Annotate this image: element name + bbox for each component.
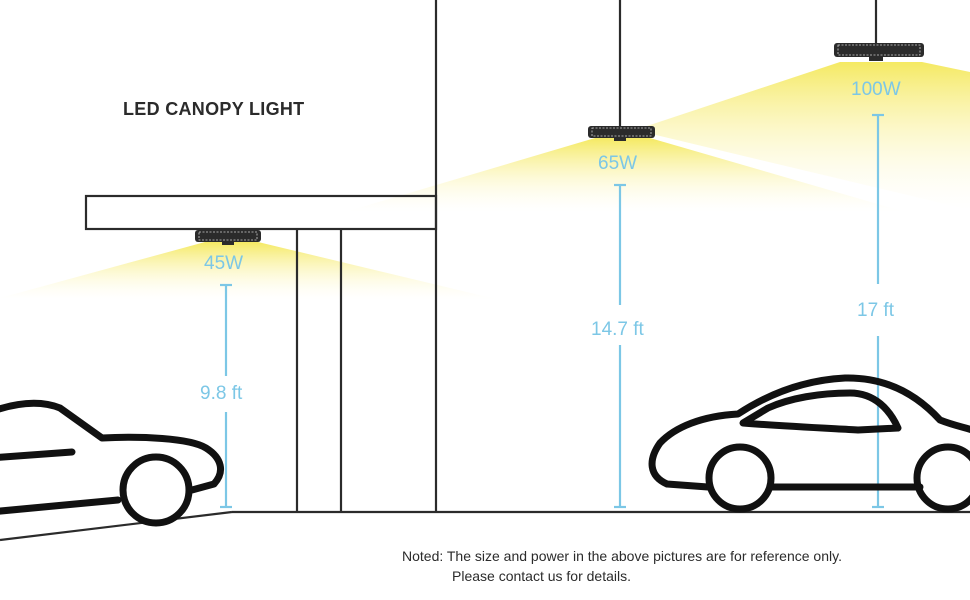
diagram-title: LED CANOPY LIGHT [123, 99, 305, 119]
fixture-65w [588, 126, 655, 141]
car-right-wheel-rear [913, 443, 970, 513]
power-label-45w: 45W [204, 253, 244, 274]
car-right-body [648, 374, 970, 491]
power-label-65w: 65W [598, 153, 638, 174]
note-line-2: Please contact us for details. [452, 568, 631, 584]
reference-note: Noted: The size and power in the above p… [402, 546, 842, 586]
height-label-100w: 17 ft [857, 300, 894, 321]
car-left-wheel [119, 453, 193, 527]
car-right [648, 374, 970, 513]
fixture-100w [834, 43, 924, 61]
ramp-line [0, 510, 233, 542]
car-right-wheel-front [705, 443, 775, 513]
car-right-window [739, 389, 902, 434]
car-left-window [0, 448, 76, 461]
beam-65w [345, 138, 905, 212]
note-line-1: Noted: The size and power in the above p… [402, 548, 842, 564]
car-left [0, 399, 225, 527]
beam-100w [635, 62, 970, 210]
canopy-roof [84, 194, 438, 231]
height-label-65w: 14.7 ft [591, 319, 644, 340]
dimension-lines [220, 113, 884, 509]
car-left-body [0, 399, 225, 515]
beam-45w [0, 242, 500, 300]
power-label-100w: 100W [851, 79, 901, 100]
fixture-45w [195, 230, 261, 245]
height-label-45w: 9.8 ft [200, 383, 243, 404]
canopy-structure [0, 0, 970, 542]
